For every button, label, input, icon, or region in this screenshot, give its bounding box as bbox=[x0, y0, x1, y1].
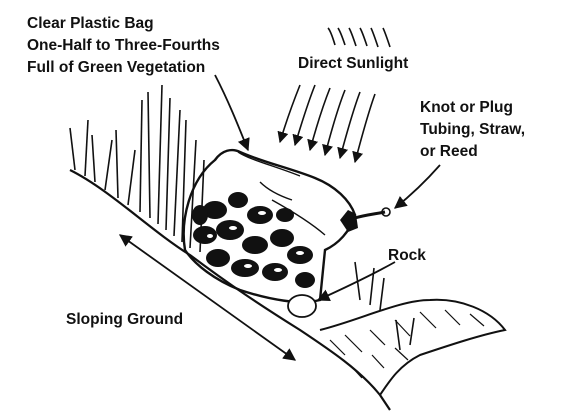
grass bbox=[69, 84, 415, 351]
bag-fold bbox=[237, 151, 326, 236]
tube-plug bbox=[381, 207, 391, 217]
bag-label-line2: One-Half to Three-Fourths bbox=[27, 37, 220, 54]
ground-hill bbox=[319, 298, 507, 396]
tube bbox=[354, 210, 386, 220]
ground-arrow bbox=[118, 234, 297, 361]
ground-label: Sloping Ground bbox=[66, 311, 184, 328]
knot-label-line3: or Reed bbox=[420, 143, 478, 160]
knot-arrow bbox=[394, 164, 441, 209]
bag-neck bbox=[340, 210, 358, 232]
bag-arrow bbox=[214, 74, 250, 152]
rock bbox=[287, 294, 317, 318]
ground-slope bbox=[69, 169, 391, 411]
sunlight-rays bbox=[277, 84, 376, 164]
knot-label-line2: Tubing, Straw, bbox=[420, 121, 526, 138]
knot-label-line1: Knot or Plug bbox=[420, 99, 513, 116]
bag-label-line3: Full of Green Vegetation bbox=[27, 59, 206, 76]
rock-label: Rock bbox=[388, 247, 426, 264]
sunlight-rays-top bbox=[327, 27, 391, 48]
bag-label-line1: Clear Plastic Bag bbox=[27, 15, 154, 32]
sunlight-label: Direct Sunlight bbox=[298, 55, 409, 72]
ground-hatching bbox=[329, 309, 485, 379]
rock-arrow bbox=[316, 261, 396, 302]
